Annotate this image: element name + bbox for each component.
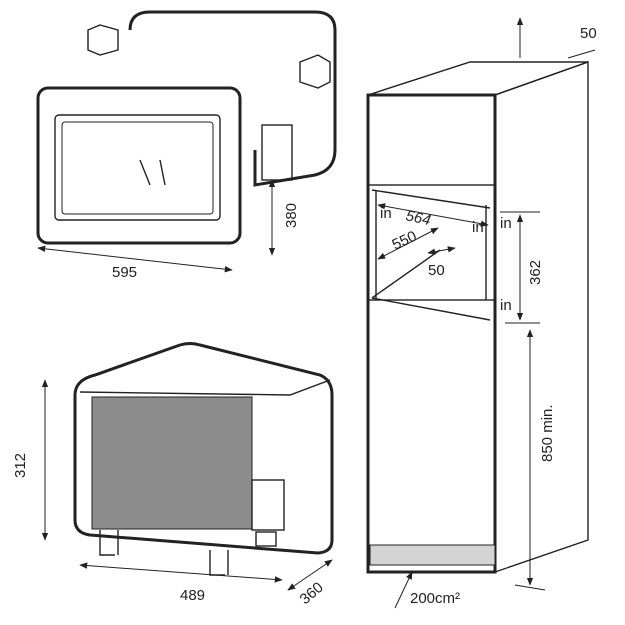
dim-362-label: 362 [527,260,544,285]
in-label-4: in [500,297,512,314]
cabinet-side [494,61,589,573]
dim-850-floor-tick [514,584,546,591]
dim-360-line [287,559,333,591]
microwave: 312 489 360 [12,342,334,608]
cabinet-top [367,61,589,96]
dim-50-top-label: 50 [580,25,597,42]
microwave-display [255,531,277,547]
microwave-shell [73,342,334,555]
control-panel [261,124,293,181]
dim-564-line [377,203,489,227]
vent-area-label: 200cm² [410,590,460,607]
dim-312-label: 312 [12,453,29,478]
dim-50-gap-line [427,246,456,255]
dim-850-label: 850 min. [539,404,556,462]
microwave-body [128,10,337,187]
dim-595-label: 595 [112,264,137,281]
dim-50-gap-label: 50 [428,262,445,279]
bracket-left-icon [87,24,119,56]
dim-489-line [79,562,283,583]
microwave-controls [251,479,285,531]
cabinet-front [366,93,497,574]
opening-interior-lines [371,189,491,321]
microwave-top-edge [79,379,331,396]
bracket-right-icon [299,54,331,89]
in-label-1: in [380,205,392,222]
dim-360-label: 360 [297,579,327,608]
microwave-door [91,396,253,530]
cabinet-opening [367,184,496,301]
frame-window [54,114,221,221]
feet [99,530,229,576]
dim-595-line [37,245,233,273]
dim-380-label: 380 [283,203,300,228]
in-label-3: in [500,215,512,232]
feet [139,159,166,186]
frame-window-inner [61,121,214,215]
plinth-vent [369,544,496,566]
dim-50-top-line [567,49,596,59]
builtin-microwave: 595 380 [36,10,337,281]
vent-arrow [394,571,413,609]
dim-564-label: 564 [404,207,432,229]
in-label-2: in [472,219,484,236]
cabinet: 50 in 564 in 550 50 in 362 in 850 min. 2… [366,17,597,609]
dim-550-line [377,227,439,260]
dim-550-label: 550 [390,228,420,254]
trim-frame [36,86,242,245]
dim-489-label: 489 [180,587,205,604]
